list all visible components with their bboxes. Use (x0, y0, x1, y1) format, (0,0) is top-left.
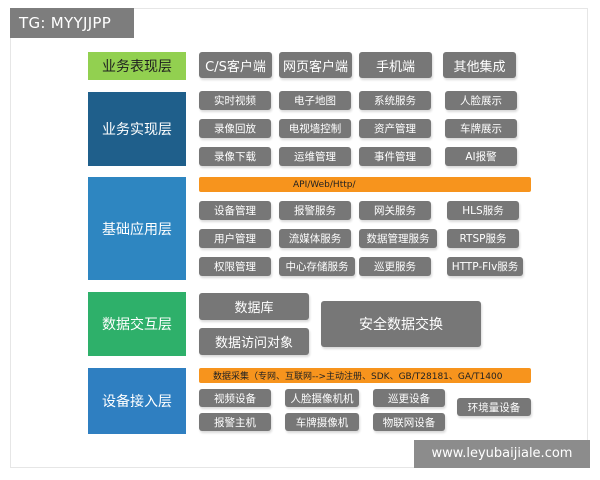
env-device-box: 环境量设备 (457, 398, 531, 416)
layer-application-label: 基础应用层 (88, 177, 186, 280)
web-client-box: 网页客户端 (279, 52, 352, 78)
secure-exchange-box: 安全数据交换 (321, 301, 481, 347)
video-device-box: 视频设备 (199, 389, 271, 407)
alarm-service-box: 报警服务 (279, 201, 351, 220)
hls-service-box: HLS服务 (447, 201, 519, 220)
download-box: 录像下载 (199, 147, 271, 166)
database-box: 数据库 (199, 293, 309, 320)
face-camera-box: 人脸摄像机机 (285, 389, 359, 407)
e-map-box: 电子地图 (279, 91, 351, 110)
face-display-box: 人脸展示 (445, 91, 517, 110)
device-mgmt-box: 设备管理 (199, 201, 271, 220)
http-flv-service-box: HTTP-Flv服务 (447, 257, 523, 276)
data-collection-bar: 数据采集（专网、互联网-->主动注册、SDK、GB/T28181、GA/T140… (199, 368, 531, 383)
layer-data-exchange-label: 数据交互层 (88, 292, 186, 356)
user-mgmt-box: 用户管理 (199, 229, 271, 248)
layer-access-label: 设备接入层 (88, 368, 186, 434)
data-mgmt-service-box: 数据管理服务 (359, 229, 437, 248)
rtsp-service-box: RTSP服务 (447, 229, 519, 248)
asset-mgmt-box: 资产管理 (359, 119, 431, 138)
data-access-object-box: 数据访问对象 (199, 328, 309, 355)
plate-display-box: 车牌展示 (445, 119, 517, 138)
tv-wall-box: 电视墙控制 (279, 119, 351, 138)
plate-camera-box: 车牌摄像机 (285, 413, 359, 431)
iot-device-box: 物联网设备 (373, 413, 445, 431)
realtime-video-box: 实时视频 (199, 91, 271, 110)
mobile-client-box: 手机端 (359, 52, 432, 78)
event-mgmt-box: 事件管理 (359, 147, 431, 166)
streaming-service-box: 流媒体服务 (279, 229, 351, 248)
system-service-box: 系统服务 (359, 91, 431, 110)
patrol-service-box: 巡更服务 (359, 257, 431, 276)
alarm-host-box: 报警主机 (199, 413, 271, 431)
gateway-service-box: 网关服务 (359, 201, 431, 220)
layer-presentation-label: 业务表现层 (88, 52, 186, 80)
ops-mgmt-box: 运维管理 (279, 147, 351, 166)
central-storage-box: 中心存储服务 (279, 257, 355, 276)
permission-mgmt-box: 权限管理 (199, 257, 271, 276)
patrol-device-box: 巡更设备 (373, 389, 445, 407)
layer-implementation-label: 业务实现层 (88, 92, 186, 166)
cs-client-box: C/S客户端 (199, 52, 272, 78)
ai-alarm-box: AI报警 (445, 147, 517, 166)
playback-box: 录像回放 (199, 119, 271, 138)
watermark-url: www.leyubaijiale.com (414, 440, 590, 468)
tg-label: TG: MYYJJPP (10, 8, 134, 38)
other-integration-box: 其他集成 (443, 52, 516, 78)
api-bar: API/Web/Http/ (199, 177, 531, 192)
